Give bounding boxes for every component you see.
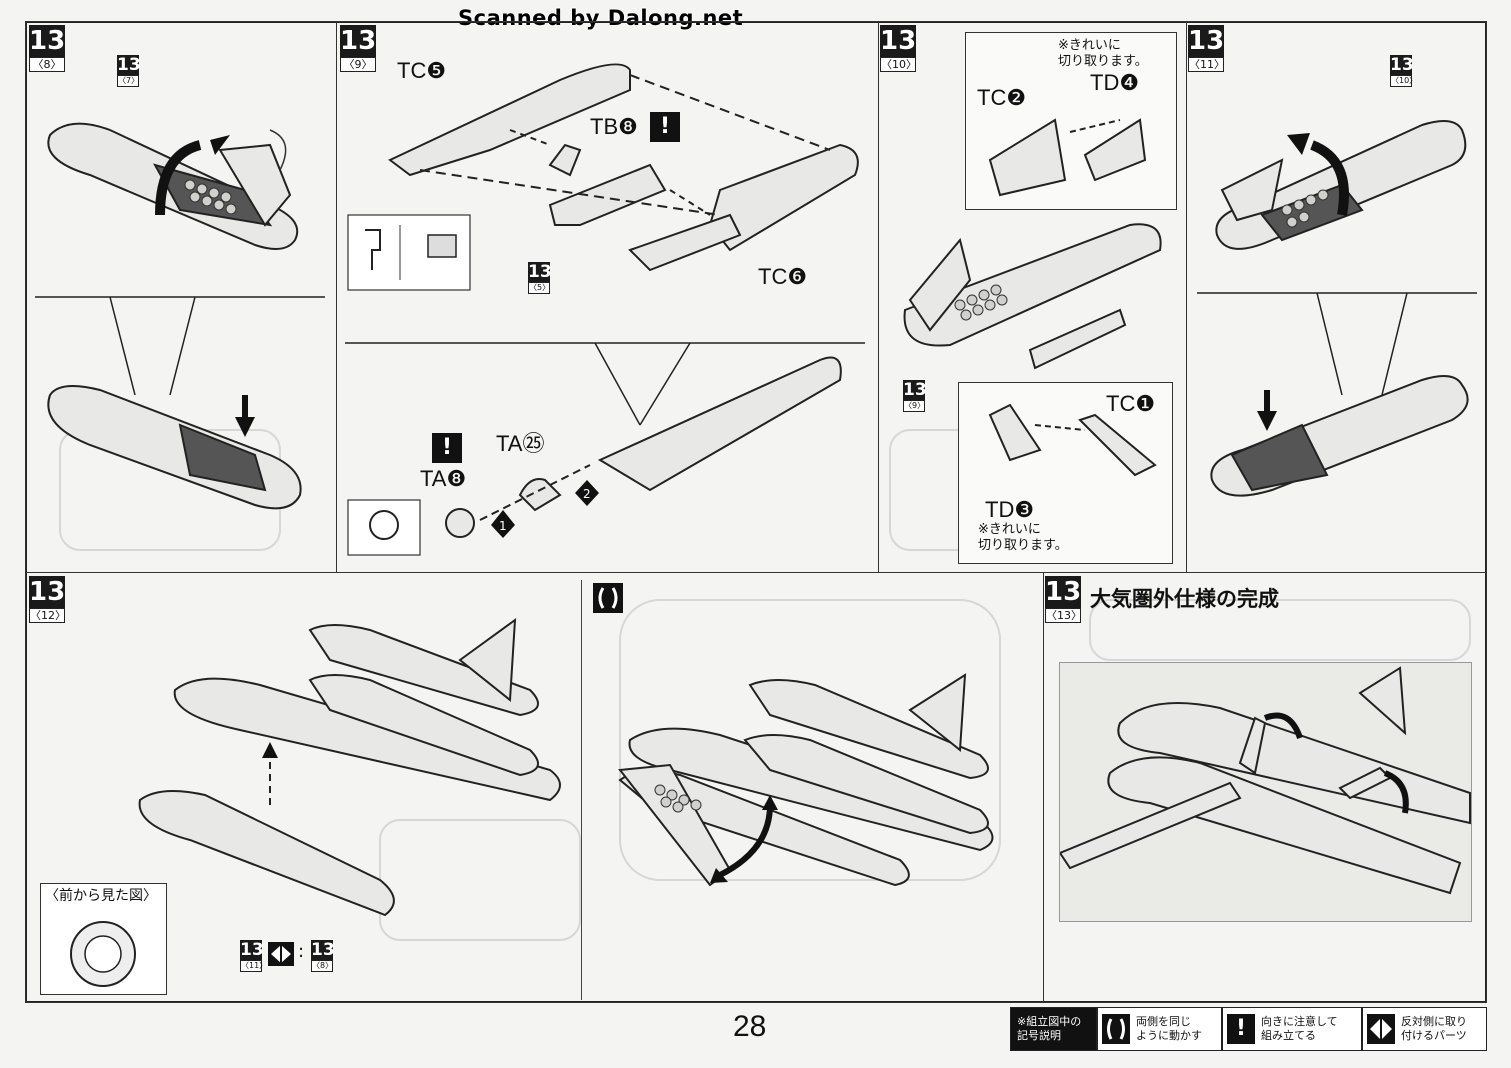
front-view-label: 〈前から見た図〉 bbox=[45, 888, 157, 904]
ref-sub-number: 〈5〉 bbox=[528, 282, 551, 294]
legend-item-caution: ! 向きに注意して 組み立てる bbox=[1222, 1007, 1362, 1051]
completed-model-photo bbox=[1059, 662, 1472, 922]
step-8-reference: 13 〈7〉 bbox=[117, 55, 141, 87]
step-9-reference: 13 〈5〉 bbox=[528, 262, 552, 294]
opposite-side-icon bbox=[268, 942, 294, 966]
legend-intro: ※組立図中の 記号説明 bbox=[1010, 1007, 1097, 1051]
step-13-badge: 13 〈13〉 bbox=[1045, 576, 1082, 623]
exclamation-icon: ! bbox=[1227, 1014, 1255, 1044]
opposite-side-icon bbox=[1367, 1014, 1395, 1044]
marker-1: 1 bbox=[499, 519, 507, 533]
step-number: 13 bbox=[340, 25, 377, 57]
step-10-reference: 13 〈9〉 bbox=[903, 380, 927, 412]
step-11-illustration bbox=[1197, 120, 1477, 497]
ref-number: 13 bbox=[528, 262, 552, 282]
step-number: 13 bbox=[1188, 25, 1225, 57]
ref-sub-number: 〈7〉 bbox=[117, 75, 140, 87]
ref-sub-number: 〈11〉 bbox=[240, 960, 268, 972]
step-12-divider bbox=[581, 580, 582, 1000]
legend-item-symmetric: 両側を同じ ように動かす bbox=[1097, 1007, 1222, 1051]
step-11-badge: 13 〈11〉 bbox=[1188, 25, 1225, 72]
ref-sub-number: 〈9〉 bbox=[903, 400, 926, 412]
step-10-illustration bbox=[903, 118, 1162, 477]
part-label-td4: TD❹ bbox=[1090, 70, 1140, 95]
marker-2: 2 bbox=[583, 487, 591, 501]
step-9-badge: 13 〈9〉 bbox=[340, 25, 376, 72]
part-label-tb8: TB❽ bbox=[590, 114, 638, 139]
cut-note-top: ※きれいに 切り取ります。 bbox=[1058, 38, 1148, 69]
step-sub-number: 〈11〉 bbox=[1188, 57, 1225, 72]
step-sub-number: 〈8〉 bbox=[29, 57, 65, 72]
part-label-tc6: TC❻ bbox=[758, 264, 808, 289]
part-label-ta25: TA㉕ bbox=[496, 431, 545, 456]
step-12-reference-b: 13 〈8〉 bbox=[311, 940, 335, 972]
step-number: 13 bbox=[880, 25, 917, 57]
step-number: 13 bbox=[29, 25, 66, 57]
ref-number: 13 bbox=[311, 940, 335, 960]
scan-credit: Scanned by Dalong.net bbox=[458, 6, 744, 30]
part-label-ta8: TA❽ bbox=[420, 466, 467, 491]
caution-exclamation-icon: ! bbox=[650, 112, 680, 142]
caution-exclamation-icon: ! bbox=[432, 433, 462, 463]
part-label-td3: TD❸ bbox=[985, 497, 1035, 522]
step-number: 13 bbox=[1045, 576, 1082, 608]
part-label-tc2: TC❷ bbox=[977, 85, 1027, 110]
cut-note-bottom: ※きれいに 切り取ります。 bbox=[978, 522, 1068, 553]
ref-sub-number: 〈8〉 bbox=[311, 960, 334, 972]
part-label-tc1: TC❶ bbox=[1106, 391, 1156, 416]
step-number: 13 bbox=[29, 576, 66, 608]
ref-number: 13 bbox=[903, 380, 927, 400]
page-number: 28 bbox=[733, 1010, 767, 1043]
step-11-reference: 13 〈10〉 bbox=[1390, 55, 1418, 87]
completion-title: 大気圏外仕様の完成 bbox=[1090, 587, 1279, 611]
step-10-badge: 13 〈10〉 bbox=[880, 25, 917, 72]
step-sub-number: 〈12〉 bbox=[29, 608, 66, 623]
step-sub-number: 〈13〉 bbox=[1045, 608, 1082, 623]
ref-number: 13 bbox=[117, 55, 141, 75]
part-label-tc5: TC❺ bbox=[397, 58, 447, 83]
step-12-reference-a: 13 〈11〉 bbox=[240, 940, 268, 972]
legend-item-opposite: 反対側に取り 付けるパーツ bbox=[1362, 1007, 1487, 1051]
ref-sub-number: 〈10〉 bbox=[1390, 75, 1418, 87]
symmetric-move-icon bbox=[593, 583, 623, 613]
symmetric-move-icon bbox=[1102, 1014, 1130, 1044]
step-8-badge: 13 〈8〉 bbox=[29, 25, 65, 72]
panel-step-13 bbox=[1043, 572, 1487, 1003]
step-8-illustration bbox=[35, 122, 325, 510]
step-9-illustration: 1 2 bbox=[345, 63, 865, 556]
step-12-badge: 13 〈12〉 bbox=[29, 576, 66, 623]
step-sub-number: 〈10〉 bbox=[880, 57, 917, 72]
ref-number: 13 bbox=[240, 940, 264, 960]
step-sub-number: 〈9〉 bbox=[340, 57, 376, 72]
ref-number: 13 bbox=[1390, 55, 1414, 75]
step-12-illustration bbox=[138, 617, 994, 917]
reference-separator: : bbox=[298, 941, 305, 962]
